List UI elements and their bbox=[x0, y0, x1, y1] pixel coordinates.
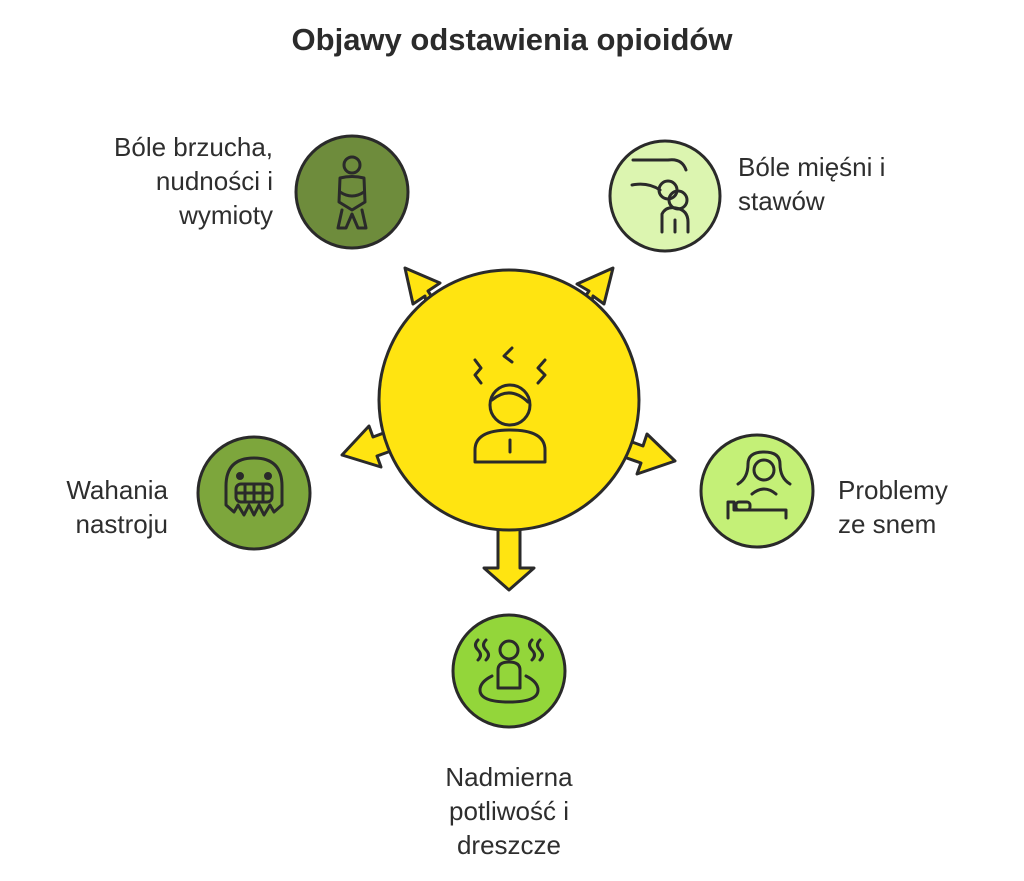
label-sweat: Nadmierna potliwość i dreszcze bbox=[445, 762, 573, 860]
stomach-ache-person-icon bbox=[336, 155, 368, 230]
node-sleep bbox=[699, 433, 815, 549]
stomach-circle bbox=[294, 134, 410, 250]
node-muscles bbox=[608, 139, 722, 253]
mood-swing-face-icon bbox=[224, 456, 284, 517]
node-mood bbox=[196, 435, 312, 551]
sleep-problem-icon bbox=[726, 450, 792, 520]
muscles-circle bbox=[608, 139, 722, 253]
diagram-title: Objawy odstawienia opioidów bbox=[291, 22, 733, 57]
node-stomach bbox=[294, 134, 410, 250]
center-node bbox=[377, 268, 641, 532]
sweating-person-icon bbox=[474, 638, 544, 704]
angry-person-icon bbox=[473, 346, 547, 464]
node-sweat bbox=[451, 613, 567, 729]
sweat-circle bbox=[451, 613, 567, 729]
center-circle bbox=[377, 268, 641, 532]
label-stomach: Bóle brzucha, nudności i wymioty bbox=[114, 132, 273, 230]
label-sleep: Problemy ze snem bbox=[838, 475, 948, 539]
label-muscles: Bóle mięśni i stawów bbox=[738, 152, 886, 216]
label-mood: Wahania nastroju bbox=[66, 475, 168, 539]
joint-pain-icon bbox=[630, 158, 690, 234]
